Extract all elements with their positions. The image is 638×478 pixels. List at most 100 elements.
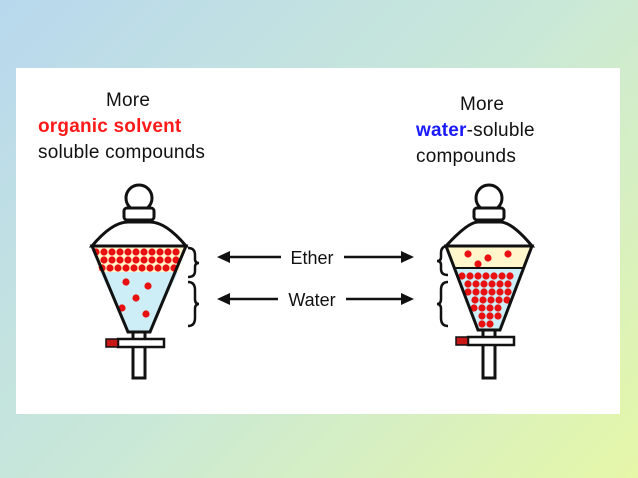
water-label: Water xyxy=(288,290,335,310)
compound-dot xyxy=(490,272,498,280)
compound-dot xyxy=(108,256,116,264)
compound-dot xyxy=(464,280,472,288)
left-caption-line1: More xyxy=(106,90,151,111)
compound-dot xyxy=(495,296,503,304)
left-water-brace xyxy=(187,280,200,328)
right-stopcock-handle xyxy=(455,336,469,346)
compound-dot xyxy=(488,288,496,296)
left-ether-brace xyxy=(187,246,200,279)
compound-dot xyxy=(471,296,479,304)
compound-dot xyxy=(479,296,487,304)
right-stopper-neck xyxy=(472,206,506,222)
right-caption-line3: compounds xyxy=(416,146,517,167)
compound-dot xyxy=(472,288,480,296)
compound-dot xyxy=(156,256,164,264)
compound-dot xyxy=(486,304,494,312)
compound-dot xyxy=(100,256,108,264)
compound-dot xyxy=(142,310,150,318)
right-stopcock xyxy=(466,335,516,347)
left-water-layer xyxy=(100,272,178,332)
right-caption-line2: water-soluble xyxy=(416,118,535,144)
left-water-compounds xyxy=(118,278,152,318)
compound-dot xyxy=(172,248,180,256)
compound-dot xyxy=(114,264,122,272)
layer-braces xyxy=(187,244,449,328)
right-water-brace xyxy=(436,280,449,328)
compound-dot xyxy=(162,264,170,272)
compound-dot xyxy=(132,248,140,256)
right-funnel-caption: More water-soluble compounds xyxy=(416,92,535,170)
compound-dot xyxy=(474,260,482,268)
diagram-panel: More organic solvent soluble compounds M… xyxy=(16,68,620,414)
compound-dot xyxy=(480,280,488,288)
compound-dot xyxy=(164,248,172,256)
compound-dot xyxy=(144,282,152,290)
compound-dot xyxy=(138,264,146,272)
right-funnel xyxy=(442,183,536,380)
compound-dot xyxy=(487,296,495,304)
compound-dot xyxy=(146,264,154,272)
compound-dot xyxy=(122,278,130,286)
compound-dot xyxy=(148,256,156,264)
compound-dot xyxy=(466,272,474,280)
compound-dot xyxy=(164,256,172,264)
left-funnel-caption: More organic solvent soluble compounds xyxy=(38,88,205,166)
compound-dot xyxy=(156,248,164,256)
separatory-funnel-diagram: Ether Water xyxy=(88,183,536,380)
left-stopcock xyxy=(116,337,166,349)
left-stopper-neck xyxy=(122,206,156,222)
compound-dot xyxy=(472,280,480,288)
compound-dot xyxy=(504,250,512,258)
right-caption-water-word: water xyxy=(416,120,467,141)
compound-dot xyxy=(496,288,504,296)
compound-dot xyxy=(122,264,130,272)
compound-dot xyxy=(470,304,478,312)
compound-dot xyxy=(154,264,162,272)
compound-dot xyxy=(482,272,490,280)
compound-dot xyxy=(480,288,488,296)
ether-label: Ether xyxy=(290,248,333,268)
left-funnel-dome xyxy=(88,220,190,248)
compound-dot xyxy=(504,280,512,288)
compound-dot xyxy=(140,256,148,264)
compound-dot xyxy=(486,320,494,328)
compound-dot xyxy=(464,250,472,258)
compound-dot xyxy=(478,312,486,320)
compound-dot xyxy=(132,256,140,264)
left-stopcock-handle xyxy=(105,338,119,348)
left-caption-line3: soluble compounds xyxy=(38,142,206,163)
compound-dot xyxy=(132,294,140,302)
left-caption-organic-solvent: organic solvent xyxy=(38,116,182,137)
compound-dot xyxy=(100,248,108,256)
compound-dot xyxy=(124,248,132,256)
compound-dot xyxy=(130,264,138,272)
compound-dot xyxy=(124,256,132,264)
compound-dot xyxy=(140,248,148,256)
compound-dot xyxy=(148,248,156,256)
right-caption-line1: More xyxy=(460,94,505,115)
right-funnel-dome xyxy=(442,220,536,248)
compound-dot xyxy=(474,272,482,280)
right-water-compounds xyxy=(458,272,514,328)
compound-dot xyxy=(504,288,512,296)
compound-dot xyxy=(458,272,466,280)
right-ether-compounds xyxy=(464,250,512,268)
compound-dot xyxy=(506,272,514,280)
right-caption-soluble: -soluble xyxy=(466,120,535,141)
compound-dot xyxy=(498,272,506,280)
compound-dot xyxy=(478,304,486,312)
compound-dot xyxy=(484,254,492,262)
compound-dot xyxy=(116,256,124,264)
compound-dot xyxy=(106,264,114,272)
compound-dot xyxy=(464,288,472,296)
right-ether-brace xyxy=(436,244,449,277)
compound-dot xyxy=(503,296,511,304)
compound-dot xyxy=(116,248,124,256)
ether-arrow: Ether xyxy=(217,248,414,268)
compound-dot xyxy=(486,312,494,320)
compound-dot xyxy=(108,248,116,256)
compound-dot xyxy=(494,312,502,320)
compound-dot xyxy=(478,320,486,328)
left-funnel xyxy=(88,183,190,380)
compound-dot xyxy=(496,280,504,288)
